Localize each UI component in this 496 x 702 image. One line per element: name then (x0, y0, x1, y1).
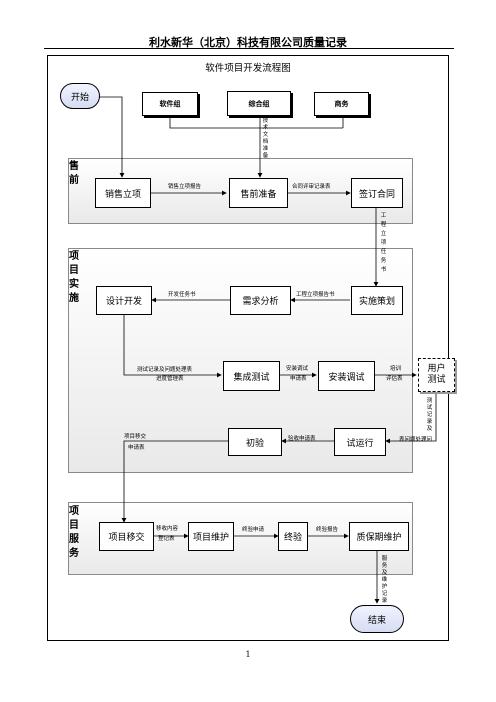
label-eng-task: 工程立项任务书 (380, 213, 387, 273)
flowchart-title: 软件项目开发流程图 (205, 63, 291, 74)
end-terminal: 结束 (350, 605, 404, 633)
label-service-record: 服务及维护记录 (381, 556, 388, 604)
label-sales-report: 销售立项报告 (168, 184, 202, 190)
sales-setup-box: 销售立项 (95, 178, 151, 208)
band-label-implementation: 项目实施 (69, 251, 79, 304)
install-debug-box: 安装调试 (318, 361, 375, 391)
label-final-app: 终验申请 (242, 527, 265, 533)
final-acceptance-box: 终验 (278, 522, 308, 551)
trial-run-box: 试运行 (334, 428, 386, 456)
label-transfer-app-1: 项目移交 (124, 434, 147, 440)
label-tech-doc: 技术文档准备 (262, 118, 269, 159)
label-training-2: 评估表 (386, 376, 403, 382)
label-eng-report: 工程立项报告书 (296, 292, 335, 298)
label-handover-2: 登记表 (158, 536, 175, 542)
team-business: 商务 (314, 92, 369, 116)
project-transfer-box: 项目移交 (99, 522, 154, 551)
label-training-1: 培训 (390, 366, 402, 372)
label-contract-review: 合同评审记录表 (292, 184, 331, 190)
label-transfer-app-2: 申请表 (128, 445, 145, 451)
label-test-problem-2: 表问题处理问 (399, 437, 433, 443)
warranty-maintenance-box: 质保期维护 (349, 522, 409, 551)
project-maintenance-box: 项目维护 (188, 522, 234, 551)
initial-acceptance-box: 初验 (228, 428, 282, 456)
user-test-box: 用户 测试 (418, 358, 455, 392)
label-final-report: 终验报告 (316, 527, 339, 533)
label-handover-1: 移收内容 (156, 526, 179, 532)
label-progress-table: 进度管理表 (156, 376, 184, 382)
page-number: 1 (245, 650, 251, 659)
header-rule (44, 48, 454, 49)
user-test-line2: 测试 (427, 375, 446, 385)
start-terminal: 开始 (60, 83, 100, 109)
user-test-line1: 用户 (427, 364, 446, 374)
label-dev-task: 开发任务书 (168, 292, 196, 298)
integration-test-box: 集成测试 (223, 361, 280, 391)
label-accept-app: 验收申请表 (288, 436, 316, 442)
page-header: 利水新华（北京）科技有限公司质量记录 (149, 36, 347, 49)
label-test-problem: 测试记录及 (426, 398, 433, 432)
label-test-record: 测试记录及问题处理表 (137, 367, 193, 373)
label-install-app-1: 安装调试 (286, 366, 309, 372)
flowchart-frame (47, 55, 449, 641)
band-label-service: 项目服务 (69, 506, 79, 559)
sign-contract-box: 签订合同 (351, 178, 403, 208)
team-software: 软件组 (142, 92, 198, 116)
presale-prep-box: 售前准备 (229, 178, 288, 208)
design-dev-box: 设计开发 (96, 286, 152, 315)
team-integration: 综合组 (227, 91, 291, 116)
impl-plan-box: 实施策划 (351, 286, 403, 315)
label-install-app-2: 申请表 (290, 376, 307, 382)
band-label-presale: 售前 (69, 161, 79, 186)
req-analysis-box: 需求分析 (230, 286, 291, 315)
